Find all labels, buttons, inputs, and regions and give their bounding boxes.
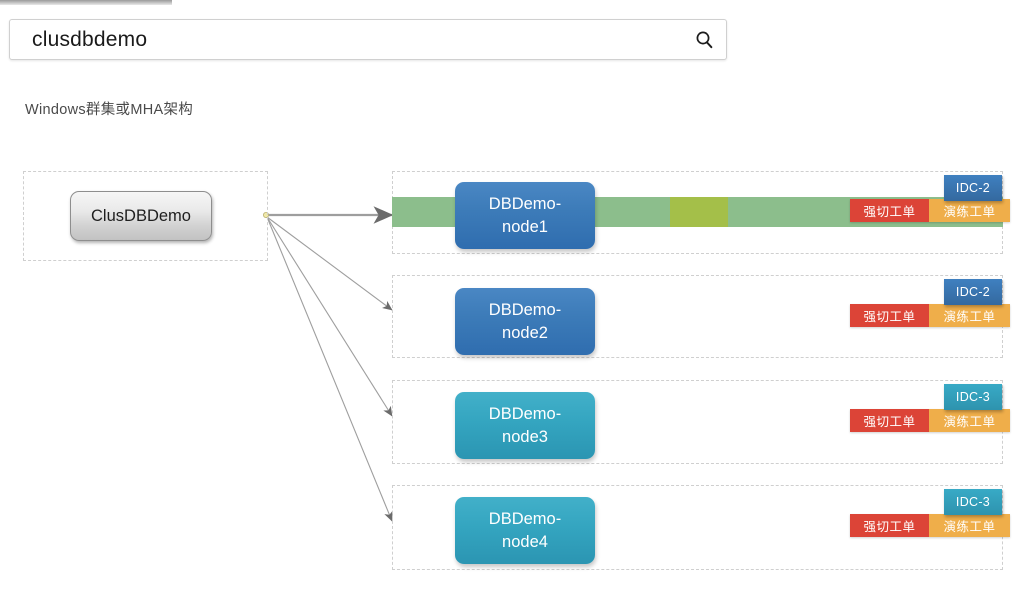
force-switch-button-2[interactable]: 强切工单 bbox=[850, 304, 929, 327]
idc-badge-2: IDC-2 bbox=[944, 279, 1002, 305]
cluster-source-label: ClusDBDemo bbox=[91, 206, 191, 225]
db-node-4-line1: DBDemo- bbox=[488, 510, 562, 529]
db-node-3-line2: node3 bbox=[502, 427, 548, 446]
search-bar[interactable] bbox=[9, 19, 727, 60]
search-icon[interactable] bbox=[682, 20, 726, 59]
db-node-3[interactable]: DBDemo- node3 bbox=[455, 392, 595, 459]
db-node-2-line2: node2 bbox=[502, 323, 548, 342]
db-node-2-line1: DBDemo- bbox=[488, 301, 562, 320]
ticket-buttons-row-2: 强切工单 演练工单 bbox=[850, 304, 1010, 327]
page-title: Windows群集或MHA架构 bbox=[25, 102, 194, 118]
drill-ticket-button-4[interactable]: 演练工单 bbox=[929, 514, 1010, 537]
db-node-1-line2: node1 bbox=[502, 217, 548, 236]
search-input[interactable] bbox=[10, 27, 682, 52]
db-node-3-line1: DBDemo- bbox=[488, 405, 562, 424]
idc-badge-4: IDC-3 bbox=[944, 489, 1002, 515]
db-node-4[interactable]: DBDemo- node4 bbox=[455, 497, 595, 564]
idc-badge-1: IDC-2 bbox=[944, 175, 1002, 201]
source-group-container bbox=[23, 171, 268, 261]
drill-ticket-button-2[interactable]: 演练工单 bbox=[929, 304, 1010, 327]
cluster-source-node[interactable]: ClusDBDemo bbox=[70, 191, 212, 241]
db-node-4-line2: node4 bbox=[502, 532, 548, 551]
db-node-2[interactable]: DBDemo- node2 bbox=[455, 288, 595, 355]
toolbar-strip bbox=[0, 0, 172, 5]
db-node-1[interactable]: DBDemo- node1 bbox=[455, 182, 595, 249]
force-switch-button-1[interactable]: 强切工单 bbox=[850, 199, 929, 222]
replication-status-segment bbox=[670, 197, 728, 227]
idc-badge-3: IDC-3 bbox=[944, 384, 1002, 410]
drill-ticket-button-3[interactable]: 演练工单 bbox=[929, 409, 1010, 432]
ticket-buttons-row-1: 强切工单 演练工单 bbox=[850, 199, 1010, 222]
force-switch-button-3[interactable]: 强切工单 bbox=[850, 409, 929, 432]
force-switch-button-4[interactable]: 强切工单 bbox=[850, 514, 929, 537]
drill-ticket-button-1[interactable]: 演练工单 bbox=[929, 199, 1010, 222]
db-node-1-line1: DBDemo- bbox=[488, 195, 562, 214]
ticket-buttons-row-4: 强切工单 演练工单 bbox=[850, 514, 1010, 537]
ticket-buttons-row-3: 强切工单 演练工单 bbox=[850, 409, 1010, 432]
